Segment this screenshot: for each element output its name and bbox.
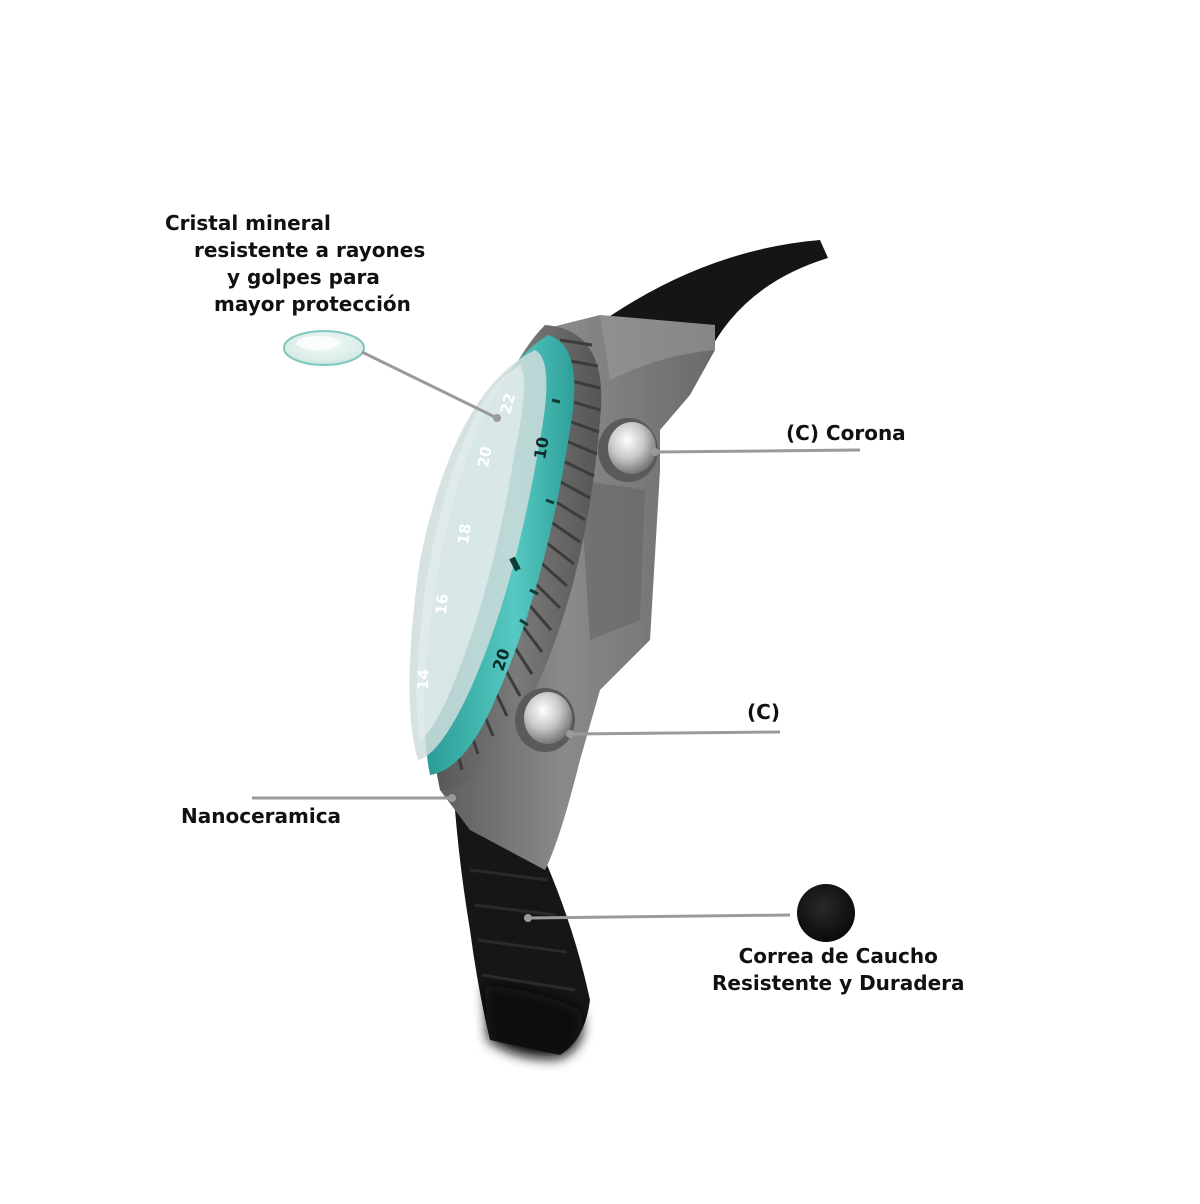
callout-crystal-line3: y golpes para <box>227 265 380 289</box>
callout-corona: (C) Corona <box>786 421 906 445</box>
callout-strap: Correa de Caucho Resistente y Duradera <box>712 943 965 997</box>
bezel-number: 14 <box>414 669 433 690</box>
leader-crown2 <box>569 730 781 736</box>
bezel-number: 16 <box>432 593 452 615</box>
callout-crystal: Cristal mineral resistente a rayones y g… <box>165 210 425 318</box>
leader-crystal <box>361 350 498 420</box>
insert-number: 10 <box>530 435 553 460</box>
callout-strap-line1: Correa de Caucho <box>738 944 938 968</box>
bezel-number: 22 <box>496 391 519 416</box>
leader-corona <box>654 448 861 454</box>
rubber-swatch-icon <box>797 884 855 942</box>
callout-nanoceramica: Nanoceramica <box>181 804 342 828</box>
callout-crystal-line4: mayor protección <box>214 292 411 316</box>
callout-crystal-line1: Cristal mineral <box>165 211 331 235</box>
bezel-number: 18 <box>454 522 475 545</box>
crystal-sample-icon <box>283 330 365 366</box>
bezel-number: 20 <box>474 445 495 469</box>
callout-crown2: (C) <box>747 700 780 724</box>
crown-upper <box>598 418 658 482</box>
crown-lower <box>515 688 575 752</box>
leader-strap <box>527 913 791 920</box>
callout-strap-line2: Resistente y Duradera <box>712 971 965 995</box>
callout-crystal-line2: resistente a rayones <box>194 238 426 262</box>
